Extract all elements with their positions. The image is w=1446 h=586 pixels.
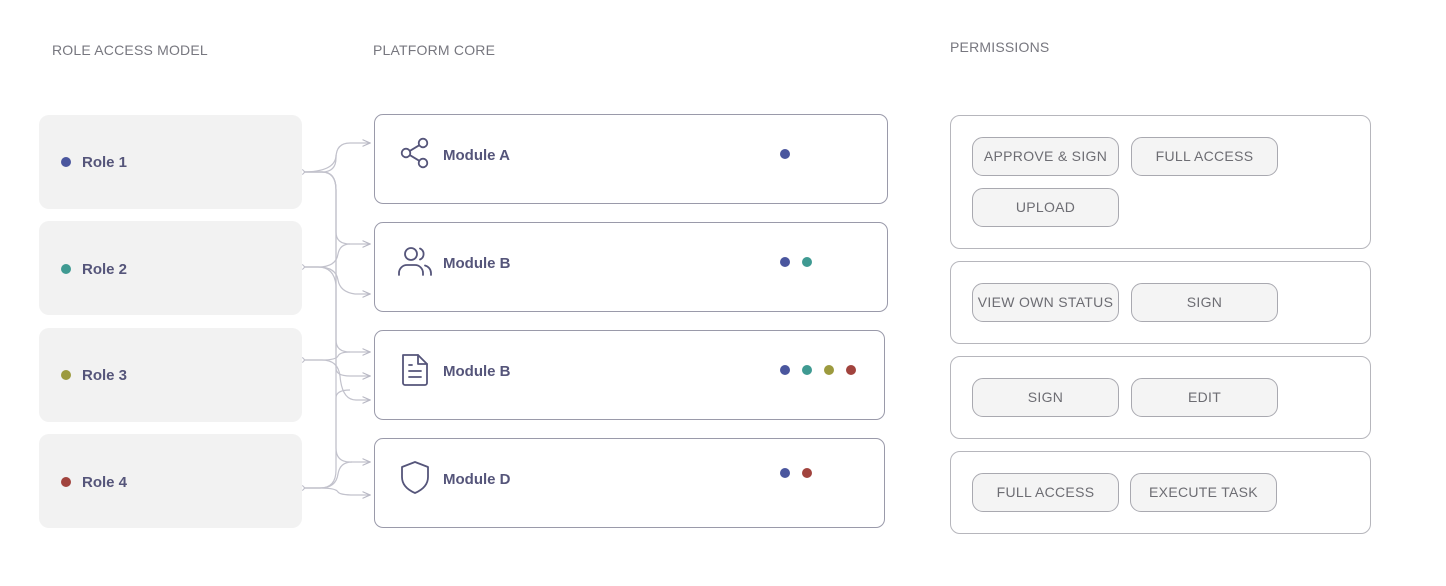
module-label: Module D — [443, 471, 511, 488]
connector-role2-moduleB2 — [302, 266, 370, 376]
role1-dot — [780, 365, 790, 375]
module-card-d[interactable]: Module D — [374, 438, 885, 528]
platform-core-header: PLATFORM CORE — [373, 42, 496, 58]
role1-dot — [780, 468, 790, 478]
permission-chip[interactable]: APPROVE & SIGN — [972, 137, 1119, 176]
shield-icon — [401, 461, 429, 494]
role-color-dot — [61, 157, 71, 167]
role4-dot — [802, 468, 812, 478]
role2-dot — [802, 257, 812, 267]
role4-dot — [846, 365, 856, 375]
role-color-dot — [61, 264, 71, 274]
module-label: Module A — [443, 147, 510, 164]
module-label: Module B — [443, 255, 511, 272]
permissions-group-4: FULL ACCESS EXECUTE TASK — [950, 451, 1371, 534]
role-card-2[interactable]: Role 2 — [39, 221, 302, 315]
module-card-a[interactable]: Module A — [374, 114, 888, 204]
role-label: Role 1 — [82, 154, 128, 171]
role-label: Role 3 — [82, 367, 128, 384]
permissions-group-1: APPROVE & SIGN FULL ACCESS UPLOAD — [950, 115, 1371, 249]
permissions-group-3: SIGN EDIT — [950, 356, 1371, 439]
role-color-dot — [61, 370, 71, 380]
permission-chip[interactable]: FULL ACCESS — [972, 473, 1119, 512]
role-access-model-header: ROLE ACCESS MODEL — [52, 42, 208, 58]
module-card-b1[interactable]: Module B — [374, 222, 888, 312]
permission-chip[interactable]: SIGN — [1131, 283, 1278, 322]
permission-chip[interactable]: SIGN — [972, 378, 1119, 417]
module-label: Module B — [443, 363, 511, 380]
module-card-b2[interactable]: Module B — [374, 330, 885, 420]
share-icon — [400, 137, 429, 169]
role-label: Role 4 — [82, 474, 128, 491]
permission-chip[interactable]: UPLOAD — [972, 188, 1119, 227]
role1-dot — [780, 149, 790, 159]
permission-chip[interactable]: EXECUTE TASK — [1130, 473, 1277, 512]
connector-role4-moduleB2 — [302, 389, 351, 489]
role2-dot — [802, 365, 812, 375]
role-card-3[interactable]: Role 3 — [39, 328, 302, 422]
role3-dot — [824, 365, 834, 375]
connector-role3-moduleB2 — [302, 359, 370, 400]
role-card-4[interactable]: Role 4 — [39, 434, 302, 528]
connector-role4-moduleD — [302, 461, 353, 489]
role1-dot — [780, 257, 790, 267]
document-icon — [402, 354, 428, 386]
connector-role4-moduleD-b — [302, 487, 370, 495]
role-label: Role 2 — [82, 261, 128, 278]
role-card-1[interactable]: Role 1 — [39, 115, 302, 209]
permissions-header: PERMISSIONS — [950, 39, 1050, 55]
permission-chip[interactable]: FULL ACCESS — [1131, 137, 1278, 176]
role-color-dot — [61, 477, 71, 487]
permission-chip[interactable]: VIEW OWN STATUS — [972, 283, 1119, 322]
permission-chip[interactable]: EDIT — [1131, 378, 1278, 417]
users-icon — [398, 247, 432, 276]
permissions-group-2: VIEW OWN STATUS SIGN — [950, 261, 1371, 344]
